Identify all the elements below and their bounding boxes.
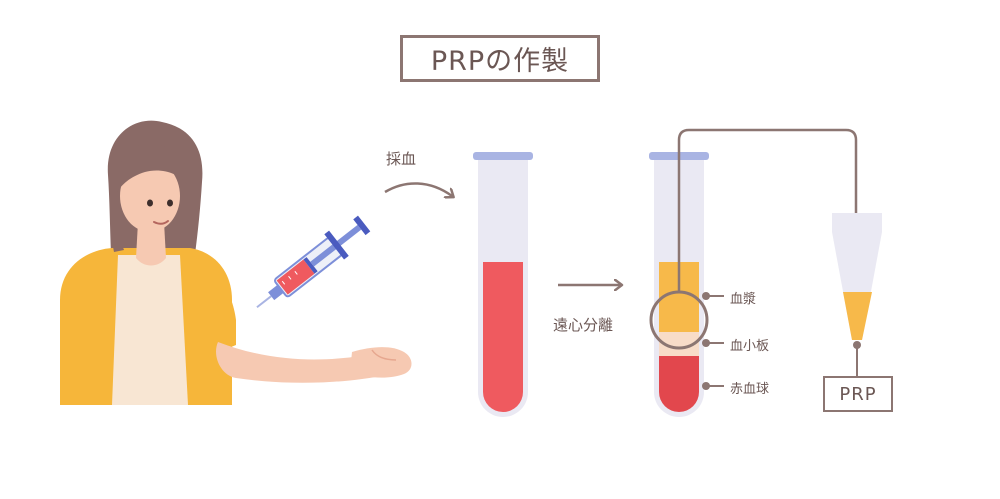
woman-illustration <box>60 120 412 405</box>
page-title: PRPの作製 <box>400 35 600 82</box>
face <box>120 160 180 232</box>
blood-draw-label: 採血 <box>386 150 417 168</box>
red-cells-label: 赤血球 <box>730 382 770 397</box>
syringe-illustration <box>256 215 371 309</box>
sleeve <box>186 255 236 360</box>
prp-result-label: PRP <box>823 376 893 412</box>
layer-leaders <box>702 292 724 390</box>
shirt <box>112 255 188 405</box>
neck <box>136 222 166 266</box>
centrifuge-label: 遠心分離 <box>553 316 614 334</box>
transfer-line <box>677 128 856 292</box>
hand <box>350 347 412 378</box>
blood-tube <box>473 152 533 417</box>
platelets-label: 血小板 <box>730 339 770 354</box>
hair-front <box>117 143 189 190</box>
plasma-label: 血漿 <box>730 292 757 307</box>
blood-draw-arrow <box>384 182 452 196</box>
prp-conical-tube <box>832 213 882 376</box>
